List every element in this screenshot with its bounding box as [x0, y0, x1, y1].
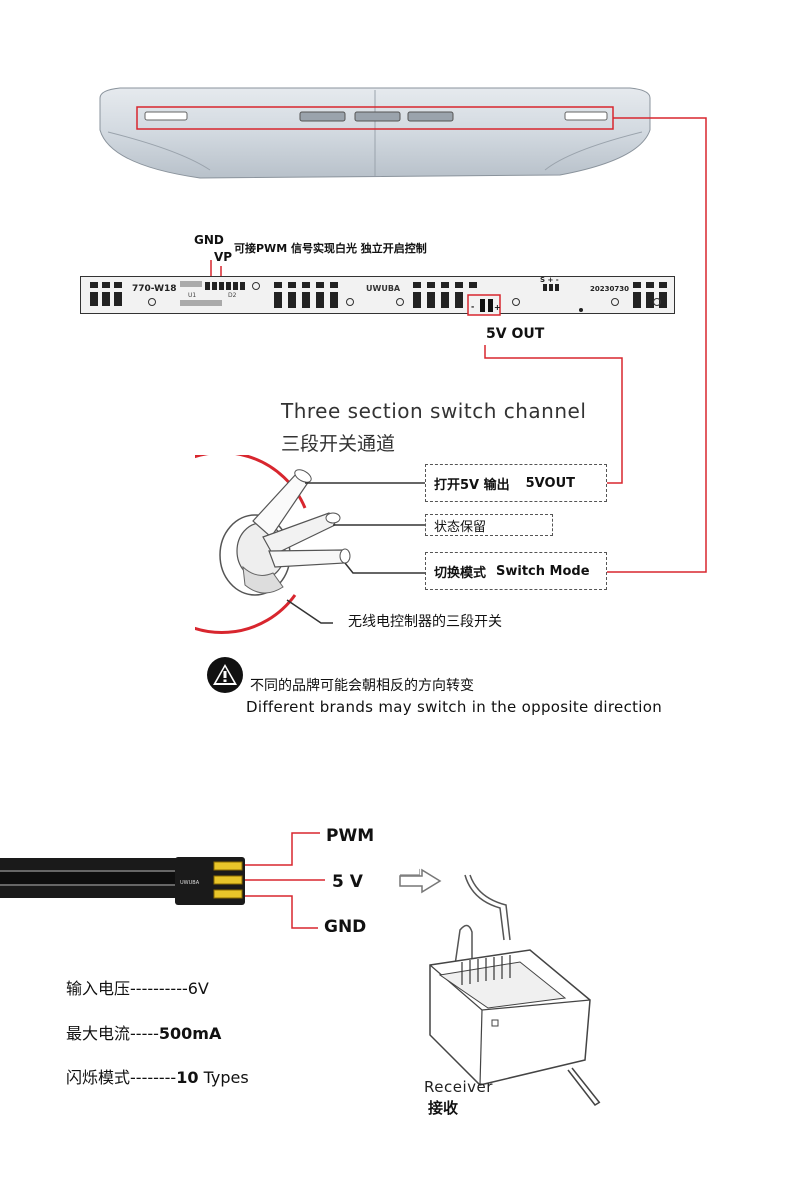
receiver-label-cn: 接收 [428, 1099, 459, 1117]
switch-title-cn: 三段开关通道 [281, 433, 396, 455]
pin-gnd-label: GND [324, 917, 367, 937]
switch-caption: 无线电控制器的三段开关 [348, 614, 502, 630]
switch-pos1-en: 5VOUT [525, 475, 575, 491]
spec-flash-modes: 闪烁模式--------10 Types [66, 1068, 249, 1087]
warning-en: Different brands may switch in the oppos… [246, 698, 663, 716]
pin-5v-label: 5 V [332, 872, 363, 892]
switch-pos3-cn: 切换模式 [434, 565, 487, 581]
cable-connector: UWUBA [0, 832, 420, 929]
pcb-model: 770-W18 [132, 284, 177, 294]
switch-pos2: 状态保留 [434, 519, 487, 535]
light-bar-illustration [99, 87, 651, 179]
5v-out-port: - + [467, 294, 501, 316]
pcb-board: 770-W18 U1 D2 UWUBA S + - 20230730 - + [80, 260, 675, 316]
switch-pos2-box: 状态保留 [425, 514, 553, 536]
led-window-left [144, 111, 188, 121]
pcb-date: 20230730 [590, 285, 629, 293]
receiver-illustration [429, 874, 601, 1106]
5v-out-label: 5V OUT [486, 326, 545, 342]
three-position-switch [195, 455, 425, 635]
pcb-brand: UWUBA [366, 284, 401, 293]
warning-icon [207, 657, 243, 693]
pcb-u1: U1 [188, 292, 196, 299]
pcb-spins: S + - [540, 276, 559, 284]
svg-text:+: + [494, 303, 501, 312]
spec-max-current: 最大电流-----500mA [66, 1024, 222, 1043]
pin-pwm-label: PWM [326, 826, 375, 846]
receiver-label-en: Receiver [424, 1078, 493, 1096]
pwm-note: 可接PWM 信号实现白光 独立开启控制 [234, 242, 427, 255]
svg-text:-: - [471, 302, 474, 311]
connector-brand: UWUBA [180, 880, 200, 886]
switch-pos1-box: 打开5V 输出 5VOUT [425, 464, 607, 502]
connector-lines [484, 117, 707, 573]
gnd-label: GND [194, 233, 224, 247]
warning-cn: 不同的品牌可能会朝相反的方向转变 [250, 678, 474, 694]
switch-pos3-box: 切换模式 Switch Mode [425, 552, 607, 590]
spec-input-voltage: 输入电压----------6V [66, 979, 209, 998]
switch-pos1-cn: 打开5V 输出 [434, 477, 510, 493]
switch-title-en: Three section switch channel [281, 399, 587, 423]
arrow-icon [399, 868, 442, 894]
vp-label: VP [214, 250, 233, 264]
pcb-d2: D2 [228, 292, 237, 299]
switch-pos3-en: Switch Mode [496, 563, 590, 579]
led-window-right [564, 111, 608, 121]
